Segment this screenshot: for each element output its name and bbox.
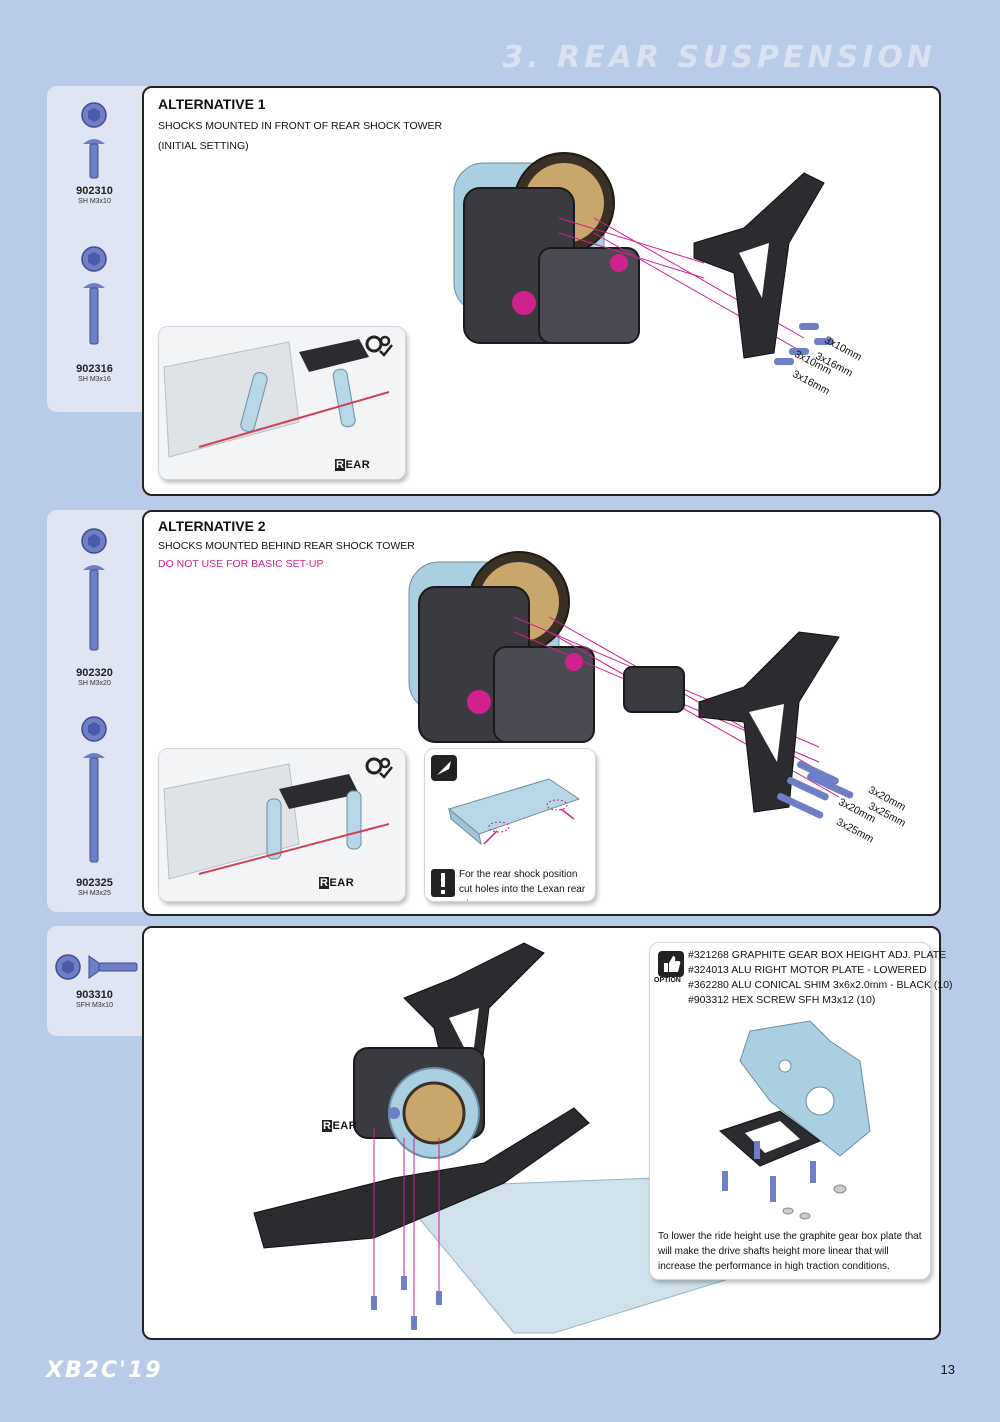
- countersunk-screw-903310-icon: [55, 954, 138, 980]
- alt1-gearbox-illustration: [453, 152, 834, 365]
- chassis-shocks-illustration: [159, 749, 405, 901]
- option-note: To lower the ride height use the graphit…: [658, 1231, 922, 1272]
- parts-strip-3: 903310 SFH M3x10: [47, 926, 147, 1036]
- option-item-4: #903312 HEX SCREW SFH M3x12 (10): [688, 994, 876, 1006]
- alt2-wing-inset: For the rear shock position cut holes in…: [424, 748, 596, 902]
- alt2-rear-tag: REAR: [319, 877, 355, 889]
- parts-strip-2: 902320 SH M3x20 902325 SH M3x25: [47, 510, 147, 912]
- alt2-gearbox-illustration: [408, 551, 840, 813]
- exclamation-icon: [431, 869, 455, 897]
- alt2-chassis-inset: REAR: [158, 748, 406, 902]
- part-code: 902325: [76, 877, 113, 889]
- part-code: 902316: [76, 363, 113, 375]
- screw-902316-icon: [81, 246, 107, 345]
- section-title: 3. REAR SUSPENSION: [502, 40, 936, 75]
- cutter-knife-icon: [431, 755, 457, 781]
- alternative-1-panel: ALTERNATIVE 1 SHOCKS MOUNTED IN FRONT OF…: [142, 86, 941, 496]
- chassis-gearbox-assembly-illustration: [253, 942, 766, 1334]
- part-code: 902320: [76, 667, 113, 679]
- alt1-rear-tag: REAR: [335, 459, 371, 471]
- option-item-2: #324013 ALU RIGHT MOTOR PLATE - LOWERED: [688, 964, 927, 976]
- parts-strip-1: 902310 SH M3x10 902316 SH M3x16: [47, 86, 147, 412]
- alt2-warning: DO NOT USE FOR BASIC SET-UP: [158, 558, 324, 570]
- settings-check-icon: [365, 335, 393, 357]
- option-item-3: #362280 ALU CONICAL SHIM 3x6x2.0mm - BLA…: [688, 979, 953, 991]
- option-label: OPTION: [654, 977, 681, 984]
- alt2-subtitle: SHOCKS MOUNTED BEHIND REAR SHOCK TOWER: [158, 540, 415, 552]
- part-902320: 902320 SH M3x20: [47, 526, 142, 688]
- step3-rear-tag: REAR: [322, 1120, 358, 1132]
- screw-902325-icon: [81, 716, 107, 863]
- part-spec: SH M3x16: [78, 376, 111, 383]
- part-code: 903310: [76, 989, 113, 1001]
- alt1-subtitle-2: (INITIAL SETTING): [158, 140, 249, 152]
- part-code: 902310: [76, 185, 113, 197]
- option-item-1: #321268 GRAPHITE GEAR BOX HEIGHT ADJ. PL…: [688, 949, 947, 961]
- step-3-panel: REAR OPTION #321268 GRAPHITE GEAR BOX HE…: [142, 926, 953, 1340]
- settings-check-icon: [365, 757, 393, 779]
- thumbs-up-icon: [658, 951, 684, 977]
- option-parts-illustration: [719, 1020, 871, 1220]
- alt1-subtitle: SHOCKS MOUNTED IN FRONT OF REAR SHOCK TO…: [158, 120, 443, 132]
- alt1-chassis-inset: REAR: [158, 326, 406, 480]
- part-902310: 902310 SH M3x10: [47, 100, 142, 206]
- part-spec: SH M3x20: [78, 680, 111, 687]
- part-spec: SH M3x10: [78, 198, 111, 205]
- part-902325: 902325 SH M3x25: [47, 714, 142, 898]
- rear-wing-illustration: [447, 778, 581, 846]
- screw-902320-icon: [81, 528, 107, 651]
- alt1-title: ALTERNATIVE 1: [158, 96, 266, 112]
- part-903310: 903310 SFH M3x10: [47, 952, 142, 1010]
- footer-logo: XB2C'19: [46, 1358, 163, 1383]
- part-902316: 902316 SH M3x16: [47, 244, 142, 384]
- alt2-wing-tip: For the rear shock position cut holes in…: [459, 869, 586, 901]
- option-box: OPTION #321268 GRAPHITE GEAR BOX HEIGHT …: [649, 942, 953, 1280]
- part-spec: SH M3x25: [78, 890, 111, 897]
- alt2-screws-illustration: [777, 760, 854, 819]
- screw-902310-icon: [81, 102, 107, 179]
- part-spec: SFH M3x10: [76, 1002, 113, 1009]
- page-number: 13: [940, 1362, 955, 1377]
- alternative-2-panel: ALTERNATIVE 2 SHOCKS MOUNTED BEHIND REAR…: [142, 510, 941, 916]
- chassis-shocks-illustration: [159, 327, 405, 479]
- alt2-title: ALTERNATIVE 2: [158, 518, 266, 534]
